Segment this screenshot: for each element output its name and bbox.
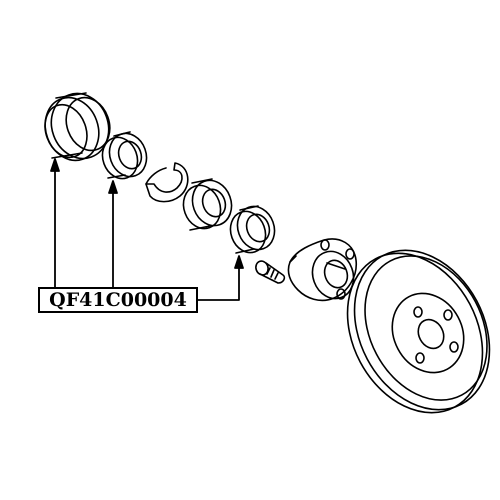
brake-disc <box>346 249 491 414</box>
wheel-bearing <box>182 178 233 231</box>
inner-seal-ring <box>229 205 276 254</box>
outer-seal-ring <box>44 92 111 162</box>
wheel-stud <box>255 260 286 284</box>
snap-ring <box>145 162 189 203</box>
part-number-label: QF41C00004 <box>38 287 198 313</box>
leader-lines <box>50 158 244 301</box>
bearing-race <box>101 131 148 180</box>
wheel-hub <box>287 238 358 302</box>
